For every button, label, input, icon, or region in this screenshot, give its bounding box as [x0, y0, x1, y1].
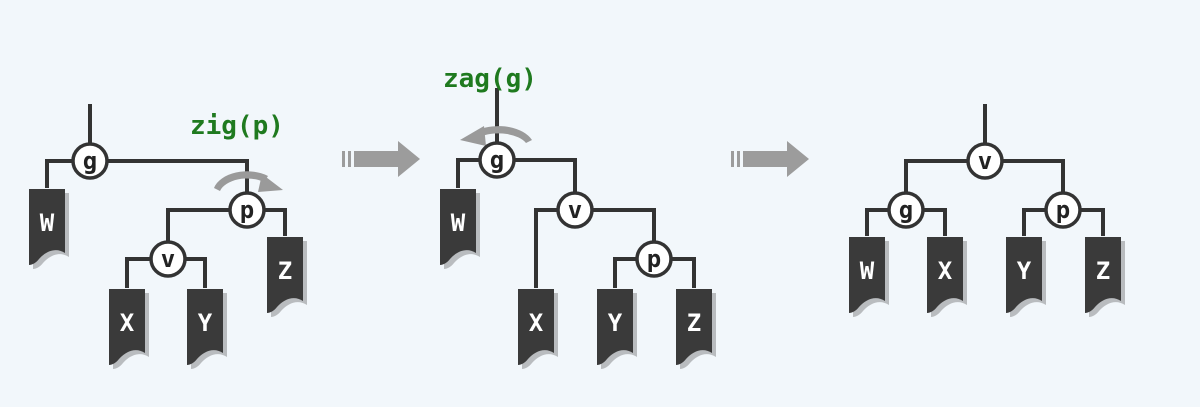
subtree-w: W	[29, 189, 69, 269]
transition-arrow-icon	[731, 141, 809, 177]
svg-text:g: g	[899, 196, 913, 224]
edge-v-x	[125, 257, 150, 288]
svg-text:W: W	[40, 209, 55, 237]
svg-text:W: W	[451, 209, 466, 237]
subtree-x: X	[927, 237, 967, 317]
edge-p-y	[613, 257, 636, 288]
svg-text:Y: Y	[608, 309, 623, 337]
svg-text:g: g	[83, 147, 97, 175]
svg-text:p: p	[240, 196, 254, 224]
svg-text:Y: Y	[198, 309, 213, 337]
node-p: p	[635, 240, 673, 278]
subtree-z: Z	[267, 237, 307, 317]
edge-p-v	[166, 208, 229, 245]
stage-before: W Z X Y g p	[29, 104, 307, 369]
edge-g-w	[865, 208, 888, 236]
op-label-zig: zig(p)	[190, 111, 284, 141]
edge-g-x	[924, 208, 947, 236]
op-label-zag: zag(g)	[443, 64, 537, 94]
svg-text:X: X	[120, 309, 135, 337]
node-g: g	[887, 191, 925, 229]
node-v: v	[966, 142, 1004, 180]
svg-text:X: X	[529, 309, 544, 337]
svg-text:W: W	[860, 257, 875, 285]
edge-v-x	[534, 208, 557, 288]
edge-g-w	[456, 158, 479, 188]
edge-v-p	[1003, 159, 1065, 196]
edge-v-p	[593, 208, 656, 245]
subtree-z: Z	[1085, 237, 1125, 317]
edge-v-g	[904, 159, 967, 196]
edge-v-y	[186, 257, 207, 288]
svg-text:v: v	[568, 196, 582, 224]
subtree-x: X	[518, 289, 558, 369]
node-v: v	[556, 191, 594, 229]
svg-text:p: p	[1056, 196, 1070, 224]
subtree-y: Y	[597, 289, 637, 369]
subtree-w: W	[849, 237, 889, 317]
svg-text:Z: Z	[687, 309, 701, 337]
subtree-y: Y	[1006, 237, 1046, 317]
node-v: v	[149, 240, 187, 278]
subtree-y: Y	[187, 289, 227, 369]
edge-p-y	[1022, 208, 1045, 236]
node-p: p	[228, 191, 266, 229]
edge-g-v	[515, 158, 577, 196]
subtree-w: W	[440, 189, 480, 269]
svg-text:v: v	[978, 147, 992, 175]
stage-after-zag: W X Y Z v g p	[849, 104, 1125, 317]
edge-p-z	[1081, 208, 1105, 236]
transition-arrow-icon	[342, 141, 420, 177]
subtree-x: X	[109, 289, 149, 369]
clockwise-rotation-icon	[214, 171, 283, 192]
edge-g-w	[45, 159, 72, 188]
edge-p-z	[672, 257, 696, 288]
counterclockwise-rotation-icon	[460, 126, 532, 146]
svg-text:Z: Z	[278, 257, 292, 285]
svg-text:X: X	[938, 257, 953, 285]
svg-text:v: v	[161, 245, 175, 273]
edge-p-z	[265, 208, 287, 236]
edge-g-p	[106, 159, 249, 196]
subtree-z: Z	[676, 289, 716, 369]
svg-text:Z: Z	[1096, 257, 1110, 285]
svg-text:g: g	[490, 146, 504, 174]
stage-after-zig: W X Y Z g v	[440, 64, 716, 369]
svg-text:p: p	[647, 245, 661, 273]
node-p: p	[1044, 191, 1082, 229]
node-g: g	[71, 142, 109, 180]
svg-text:Y: Y	[1017, 257, 1032, 285]
node-g: g	[478, 141, 516, 179]
